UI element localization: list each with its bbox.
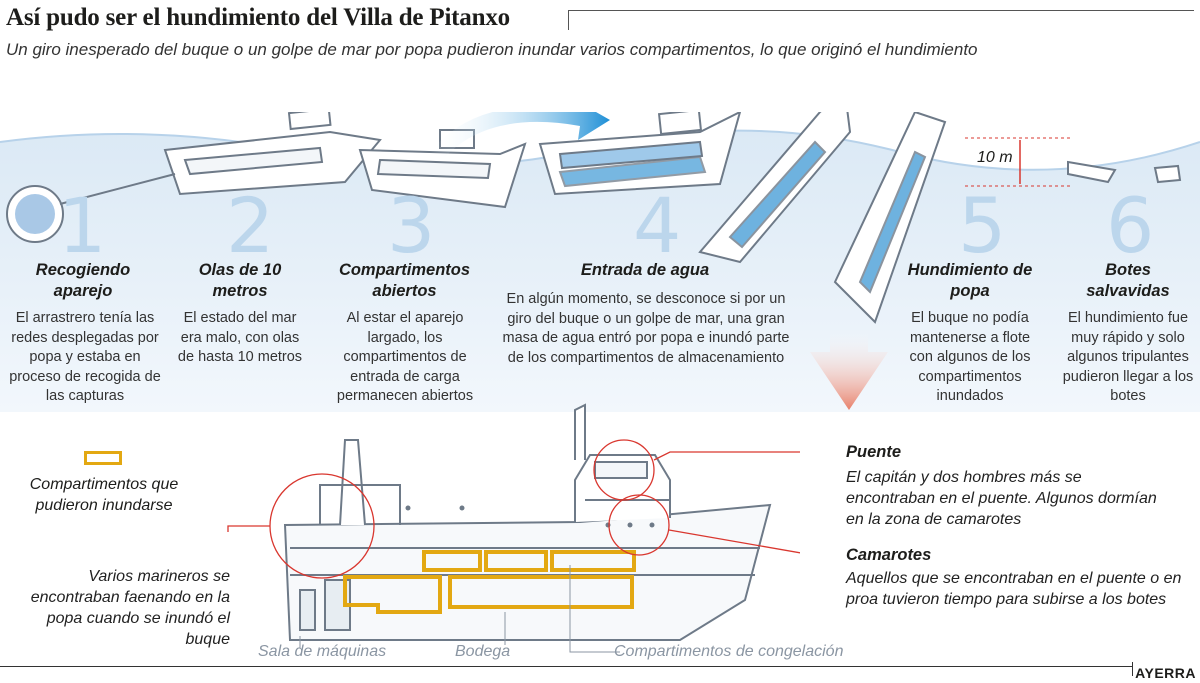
- legend-label: Compartimentos que pudieron inundarse: [29, 476, 179, 514]
- stage-description-4: En algún momento, se desconoce si por un…: [502, 291, 790, 366]
- stage-number-2: 2: [226, 181, 275, 270]
- ship-stage-1: [163, 112, 382, 196]
- depth-label: 10 m: [977, 149, 1013, 166]
- title-rule: [568, 10, 1194, 30]
- stage-number-1: 1: [58, 181, 107, 270]
- callout-text-cabins: Aquellos que se encontraban en el puente…: [846, 570, 1182, 608]
- stage-number-4: 4: [633, 181, 682, 270]
- mast: [574, 403, 586, 460]
- hull-outline: [283, 503, 772, 641]
- stage-heading-6: Botes salvavidas: [1086, 261, 1170, 300]
- down-arrow: [810, 330, 888, 410]
- flow-arrow: [430, 112, 610, 157]
- detail-circle-cabins: [608, 494, 670, 556]
- stage-description-3: Al estar el aparejo largado, los compart…: [336, 310, 474, 404]
- stage-number-5: 5: [958, 181, 1007, 270]
- lifeboat-2: [1153, 164, 1182, 184]
- stage-description-2: El estado del mar era malo, con olas de …: [177, 310, 303, 365]
- caption-freezing: Compartimentos de congelación: [614, 643, 844, 660]
- stage-heading-1: Recogiendo aparejo: [35, 261, 131, 300]
- ship-stage-5a: [698, 112, 852, 264]
- callout-text-bridge: El capitán y dos hombres más se encontra…: [846, 469, 1157, 528]
- legend-swatch: [84, 451, 122, 465]
- callout-title-cabins: Camarotes: [846, 546, 932, 564]
- ship-stage-5b: [833, 112, 947, 324]
- footer-tick: [1132, 662, 1133, 676]
- ship-stage-4: [538, 112, 742, 196]
- stage-heading-3: Compartimentos abiertos: [338, 261, 471, 300]
- lifeboat-1: [1067, 160, 1117, 184]
- footer-rule: [0, 666, 1132, 667]
- stage-number-3: 3: [387, 181, 436, 270]
- credit: AYERRA: [1135, 665, 1196, 681]
- caption-hold: Bodega: [455, 643, 511, 660]
- detail-circle-bridge: [593, 439, 655, 501]
- sea-illustration: [0, 112, 1200, 412]
- stage-heading-5: Hundimiento de popa: [907, 261, 1033, 300]
- flood-compartments: [343, 550, 636, 614]
- caption-engine-room: Sala de máquinas: [258, 643, 387, 660]
- stage-heading-4: Entrada de agua: [580, 261, 710, 279]
- ship-cross-section: [227, 403, 800, 653]
- stern-gantry: [339, 439, 366, 526]
- stern-note: Varios marineros se encontraban faenando…: [30, 568, 230, 648]
- stage-heading-2: Olas de 10 metros: [198, 261, 282, 300]
- stage-description-5: El buque no podía mantenerse a flote con…: [909, 310, 1031, 404]
- callout-title-bridge: Puente: [846, 443, 902, 461]
- stage-number-6: 6: [1106, 181, 1155, 270]
- page-subtitle: Un giro inesperado del buque o un golpe …: [6, 40, 978, 59]
- stage-description-1: El arrastrero tenía las redes desplegada…: [9, 310, 161, 404]
- stage-description-6: El hundimiento fue muy rápido y solo alg…: [1062, 310, 1194, 404]
- page-title: Así pudo ser el hundimiento del Villa de…: [6, 4, 510, 31]
